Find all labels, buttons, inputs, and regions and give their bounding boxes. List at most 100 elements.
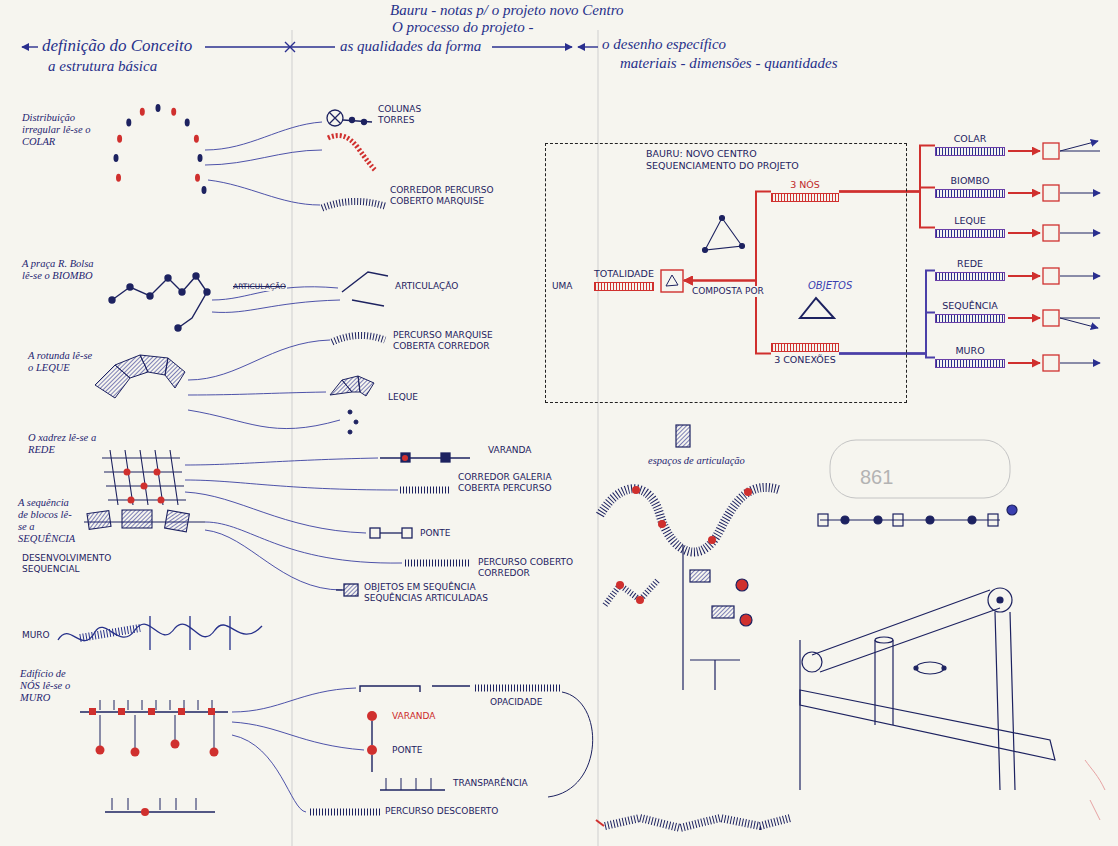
bar-node: 3 NÓS [771,179,839,204]
form-quality: ARTICULAÇÃO [395,281,458,292]
output-arrows [1060,193,1100,194]
varanda-ponte-symbol [336,453,470,596]
rede-sketch [102,458,186,500]
colunas-symbol [327,110,343,126]
opacidade-transparencia-symbol [548,692,593,797]
articulation-sketch [988,588,1012,612]
varanda-ponte-symbol [405,560,470,567]
hatched-bar [935,272,1005,281]
faint-note [1085,760,1105,820]
biombo-sketch [352,300,384,306]
articulation-sketch [736,579,748,591]
muro-nos-sketch [178,708,185,715]
articulation-sketch [799,640,800,790]
leader-curve [232,688,356,712]
output-arrows [1060,233,1100,234]
flow-connector [684,281,771,354]
form-quality: PERCURSO COBERTO CORREDOR [478,557,578,579]
output-arrows [1008,185,1100,201]
articulation-sketch [995,612,1015,790]
colunas-symbol [362,120,367,125]
sequencia-sketch [87,511,111,530]
header-arrow [578,46,598,47]
flow-connector [839,354,935,358]
biombo-sketch [127,284,133,290]
biombo-sketch [109,297,115,303]
leque-sketch [342,376,360,392]
faint-note [830,440,1105,820]
concept-note: MURO [22,630,50,641]
region-sketch [703,216,835,319]
muro-nos-sketch [171,740,180,749]
articulation-sketch [812,590,1000,672]
leader-curve [185,480,398,490]
muro-nos-sketch [100,715,214,748]
leque-sketch [165,358,185,388]
header-arrow [22,46,38,47]
connector-label: COMPOSTA POR [690,286,766,297]
muro-nos-sketch [105,811,215,812]
colar-sketch [156,104,161,112]
faint-note [830,440,1010,498]
leader-curve [205,122,322,150]
muro-nos-sketch [100,700,212,710]
dashed-region: BAURU: NOVO CENTRO SEQUENCIAMENTO DO PRO… [545,143,907,403]
leque-sketch [354,420,358,424]
articulation-sketch [916,662,944,674]
form-quality: VARANDA [488,445,531,456]
articulation-sketch [874,516,882,524]
region-heading: BAURU: NOVO CENTRO SEQUENCIAMENTO DO PRO… [646,148,826,172]
node-text: LEQUE [935,215,1005,227]
leader-curve [188,340,330,380]
output-arrows [1008,141,1100,159]
articulation-sketch [893,514,903,526]
articulation-sketch [682,545,683,690]
form-quality: OBJETOS EM SEQUÊNCIA SEQUÊNCIAS ARTICULA… [364,582,504,604]
opacidade-transparencia-symbol [380,789,445,790]
node-text: BIOMBO [935,175,1005,187]
rede-sketch [124,469,131,476]
colar-sketch [116,174,121,182]
output-bar: REDE [935,258,1005,283]
sheet-subtitle: O processo do projeto - [392,19,533,36]
biombo-sketch [179,289,185,295]
opacidade-transparencia-symbol [367,745,377,755]
articulation-sketch [712,606,734,618]
concept-note: A sequência de blocos lê-se a SEQUÊNCIA [18,497,80,545]
colunas-symbol [329,112,341,124]
muro-nos-sketch [131,748,140,757]
articulation-sketch [616,581,624,589]
leader-curve [232,735,306,812]
form-quality: COLUNAS TORRES [378,104,433,126]
articulation-sketch [676,425,690,447]
varanda-ponte-symbol [380,457,470,458]
varanda-ponte-symbol [402,455,408,461]
varanda-ponte-symbol [401,453,410,462]
region-sketch [740,244,745,249]
opacidade-transparencia-symbol [386,778,431,790]
leader-curve [185,492,366,533]
biombo-sketch [193,273,199,279]
articulation-sketch [605,818,790,828]
colunas-symbol [343,120,372,122]
muro-nos-sketch [210,748,219,757]
output-arrows [1008,232,1040,234]
form-quality: PONTE [420,528,450,539]
node-text: SEQUÊNCIA [935,300,1005,312]
flow-connector [839,271,935,354]
biombo-sketch [175,325,181,331]
varanda-ponte-symbol [370,528,380,538]
node-text: MURO [935,345,1005,357]
muro-nos-sketch [89,708,96,715]
output-bar: COLAR [935,133,1005,158]
muro-sketch [58,624,262,640]
articulation-sketch [605,580,658,605]
varanda-ponte-symbol [336,589,344,590]
articulation-sketch [997,597,1003,603]
output-bar: BIOMBO [935,175,1005,200]
column-heading: o desenho específico [602,36,726,53]
flow-connector [839,313,935,354]
output-arrows [1043,310,1059,326]
articulation-sketch [800,690,1055,760]
